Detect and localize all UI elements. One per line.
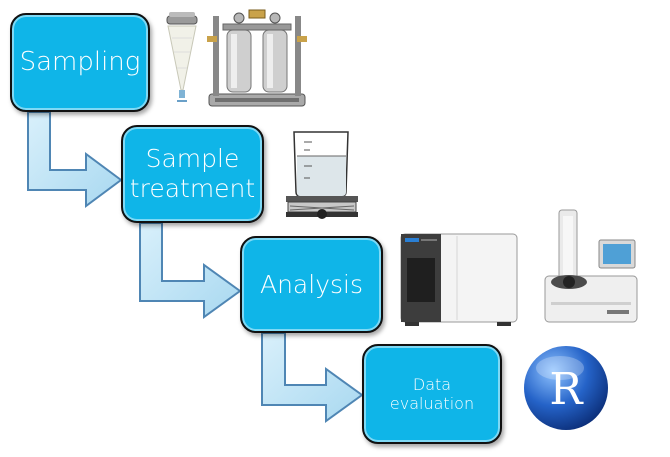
filtration-unit-icon (207, 9, 307, 107)
arrow-sampling-to-treatment (27, 111, 123, 208)
r-logo-text: R (549, 364, 584, 415)
step-analysis-label: Analysis (259, 269, 363, 299)
step-data-evaluation-label-line1: Data (412, 374, 452, 394)
step-data-evaluation: Data evaluation (362, 344, 502, 444)
beaker-on-stirrer-icon (286, 131, 358, 219)
step-sample-treatment-label-line1: Sample (145, 144, 240, 173)
step-sample-treatment-label-line2: treatment (129, 174, 256, 203)
step-analysis: Analysis (240, 236, 383, 333)
arrow-analysis-to-evaluation (261, 332, 364, 423)
step-sampling: Sampling (10, 13, 150, 112)
mass-spectrometer-icon (400, 233, 518, 326)
step-sample-treatment: Sample treatment (121, 125, 264, 223)
arrow-treatment-to-analysis (139, 222, 242, 319)
r-logo-icon: R (524, 346, 608, 430)
step-data-evaluation-label-line2: evaluation (389, 394, 475, 413)
plankton-net-icon (166, 12, 198, 102)
thermal-analyzer-icon (544, 209, 638, 323)
step-sampling-label: Sampling (19, 46, 141, 77)
